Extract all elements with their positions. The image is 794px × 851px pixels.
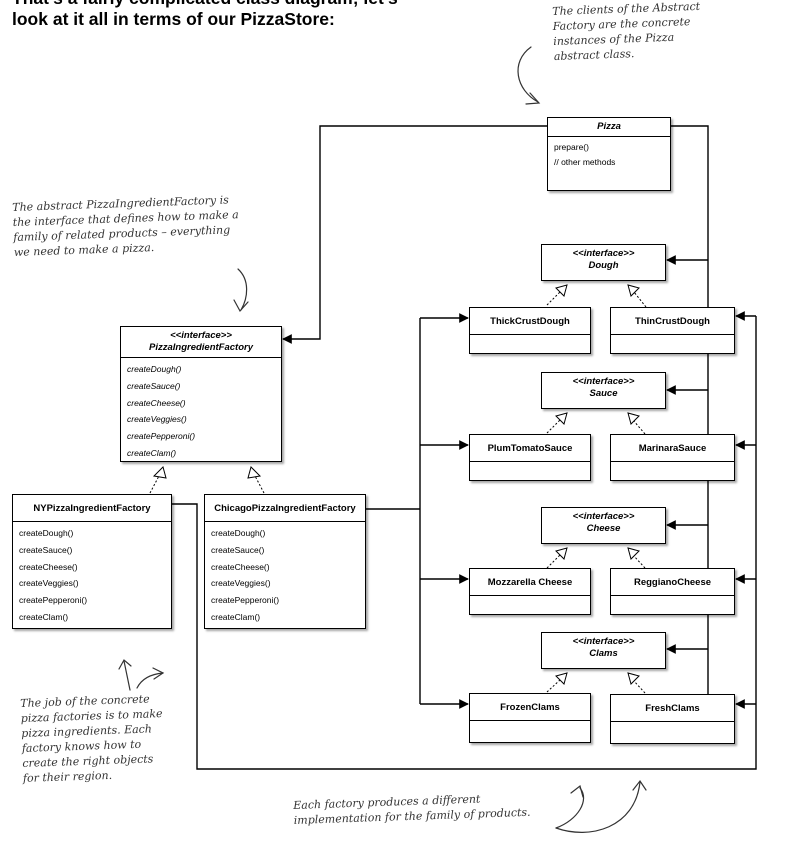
ny-factory-method: createVeggies() [19,578,79,589]
pizza-uses-factory-line [282,125,547,344]
factory-method: createClam() [127,447,177,458]
plum-tomato-sauce-class: PlumTomatoSauce [469,434,591,481]
dough-interface-name: Dough [588,260,619,271]
dough-interface: <<interface>> Dough [541,244,666,281]
factory-method: createPepperoni() [127,431,196,442]
mozzarella-cheese-name: Mozzarella Cheese [470,569,590,596]
clams-interface-name: Clams [589,648,618,659]
fresh-clams-class: FreshClams [610,694,735,744]
thick-crust-dough-class: ThickCrustDough [469,307,591,354]
marinara-sauce-name: MarinaraSauce [611,435,734,462]
chicago-factory-methods: createDough() createSauce() createCheese… [205,522,365,629]
ny-factory-method: createPepperoni() [19,595,88,606]
thin-crust-dough-class: ThinCrustDough [610,307,735,354]
chicago-factory-method: createPepperoni() [211,595,280,606]
pizza-method: prepare() [554,142,589,152]
page-heading: That’s a fairly complicated class diagra… [12,0,398,29]
reggiano-cheese-class: ReggianoCheese [610,568,735,615]
sauce-interface-name: Sauce [589,388,618,399]
ny-factory-line [172,316,757,770]
interface-stereotype: <<interface>> [572,636,635,647]
ny-factory-method: createCheese() [19,561,78,572]
interface-stereotype: <<interface>> [572,511,635,522]
factory-interface-name: PizzaIngredientFactory [149,342,253,353]
pizza-class: Pizza prepare() // other methods [547,117,671,191]
chicago-factory-method: createDough() [211,528,266,538]
cheese-interface-name: Cheese [586,523,621,534]
cheese-interface: <<interface>> Cheese [541,507,666,544]
chicago-factory-method: createSauce() [211,544,265,555]
sauce-interface: <<interface>> Sauce [541,372,666,409]
factory-method: createVeggies() [127,414,187,425]
pizza-trunk-line [671,125,709,716]
chicago-factory-method: createClam() [211,611,261,622]
ny-factory-methods: createDough() createSauce() createCheese… [13,522,171,629]
reggiano-cheese-name: ReggianoCheese [611,569,734,596]
interface-stereotype: <<interface>> [572,248,635,259]
factory-interface-methods: createDough() createSauce() createCheese… [121,358,281,465]
pizza-class-name: Pizza [548,118,670,137]
dough-interface-header: <<interface>> Dough [542,245,665,275]
factory-method: createCheese() [127,397,186,408]
frozen-clams-class: FrozenClams [469,693,591,743]
ny-pizza-ingredient-factory: NYPizzaIngredientFactory createDough() c… [12,494,172,629]
clams-interface: <<interface>> Clams [541,632,666,669]
factory-method: createDough() [127,364,182,374]
sauce-interface-header: <<interface>> Sauce [542,373,665,403]
ny-factory-method: createSauce() [19,544,73,555]
cheese-interface-header: <<interface>> Cheese [542,508,665,538]
plum-tomato-sauce-name: PlumTomatoSauce [470,435,590,462]
factory-method: createSauce() [127,380,181,391]
chicago-factory-method: createVeggies() [211,578,271,589]
mozzarella-cheese-class: Mozzarella Cheese [469,568,591,615]
chicago-factory-method: createCheese() [211,561,270,572]
ny-factory-method: createClam() [19,611,69,622]
fresh-clams-name: FreshClams [611,695,734,722]
pizza-method: // other methods [554,157,616,167]
factory-interface-stereotype: <<interface>> [170,330,232,341]
ny-factory-method: createDough() [19,528,74,538]
frozen-clams-name: FrozenClams [470,694,590,721]
thin-crust-dough-name: ThinCrustDough [611,308,734,335]
factory-interface-header: <<interface>> PizzaIngredientFactory [121,327,281,358]
clams-interface-header: <<interface>> Clams [542,633,665,663]
thick-crust-dough-name: ThickCrustDough [470,308,590,335]
chicago-pizza-ingredient-factory: ChicagoPizzaIngredientFactory createDoug… [204,494,366,629]
interface-stereotype: <<interface>> [572,376,635,387]
ny-factory-name: NYPizzaIngredientFactory [13,495,171,522]
chicago-factory-name: ChicagoPizzaIngredientFactory [205,495,365,522]
marinara-sauce-class: MarinaraSauce [610,434,735,481]
pizza-methods: prepare() // other methods [548,137,670,173]
pizza-ingredient-factory-interface: <<interface>> PizzaIngredientFactory cre… [120,326,282,462]
